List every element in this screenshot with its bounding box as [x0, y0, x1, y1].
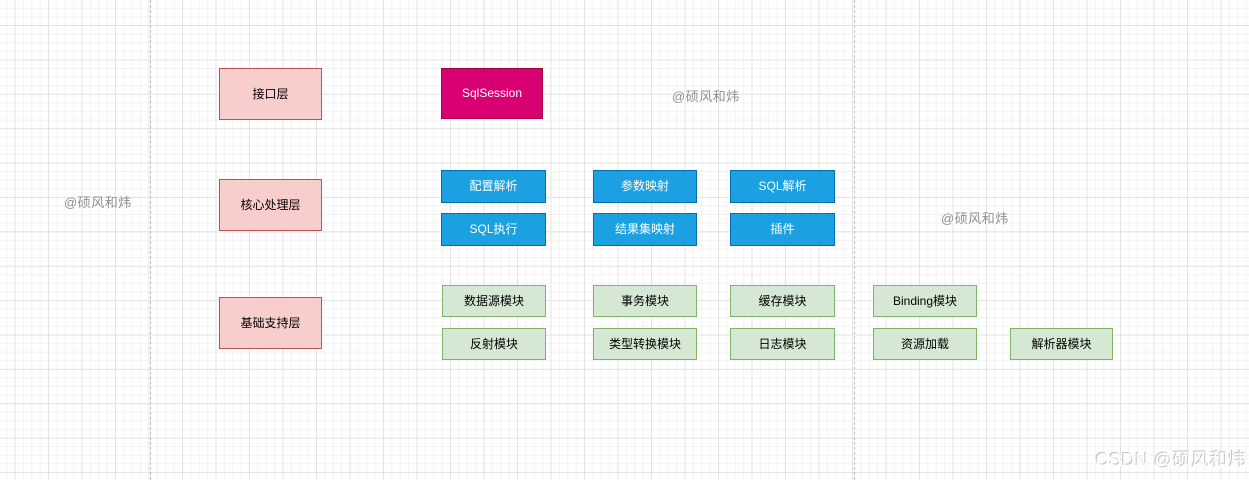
support-type-conversion: 类型转换模块: [593, 328, 697, 360]
watermark-csdn: CSDN @硕风和炜: [1095, 450, 1247, 470]
support-logging: 日志模块: [730, 328, 835, 360]
page-break-divider: [150, 0, 151, 480]
module-resultset-mapping: 结果集映射: [593, 213, 697, 246]
page-break-divider: [854, 0, 855, 480]
layer-box-support: 基础支持层: [219, 297, 322, 349]
support-cache: 缓存模块: [730, 285, 835, 317]
support-binding: Binding模块: [873, 285, 977, 317]
module-plugin: 插件: [730, 213, 835, 246]
layer-box-core: 核心处理层: [219, 179, 322, 231]
module-sql-parsing: SQL解析: [730, 170, 835, 203]
watermark-left: @硕风和炜: [64, 195, 132, 210]
sqlsession-box: SqlSession: [441, 68, 543, 119]
watermark-right: @硕风和炜: [941, 211, 1009, 226]
support-reflection: 反射模块: [442, 328, 546, 360]
support-parser: 解析器模块: [1010, 328, 1113, 360]
watermark-top: @硕风和炜: [672, 89, 740, 104]
support-datasource: 数据源模块: [442, 285, 546, 317]
support-resource-loading: 资源加载: [873, 328, 977, 360]
support-transaction: 事务模块: [593, 285, 697, 317]
layer-box-interface: 接口层: [219, 68, 322, 120]
module-config-parsing: 配置解析: [441, 170, 546, 203]
module-sql-execution: SQL执行: [441, 213, 546, 246]
module-parameter-mapping: 参数映射: [593, 170, 697, 203]
